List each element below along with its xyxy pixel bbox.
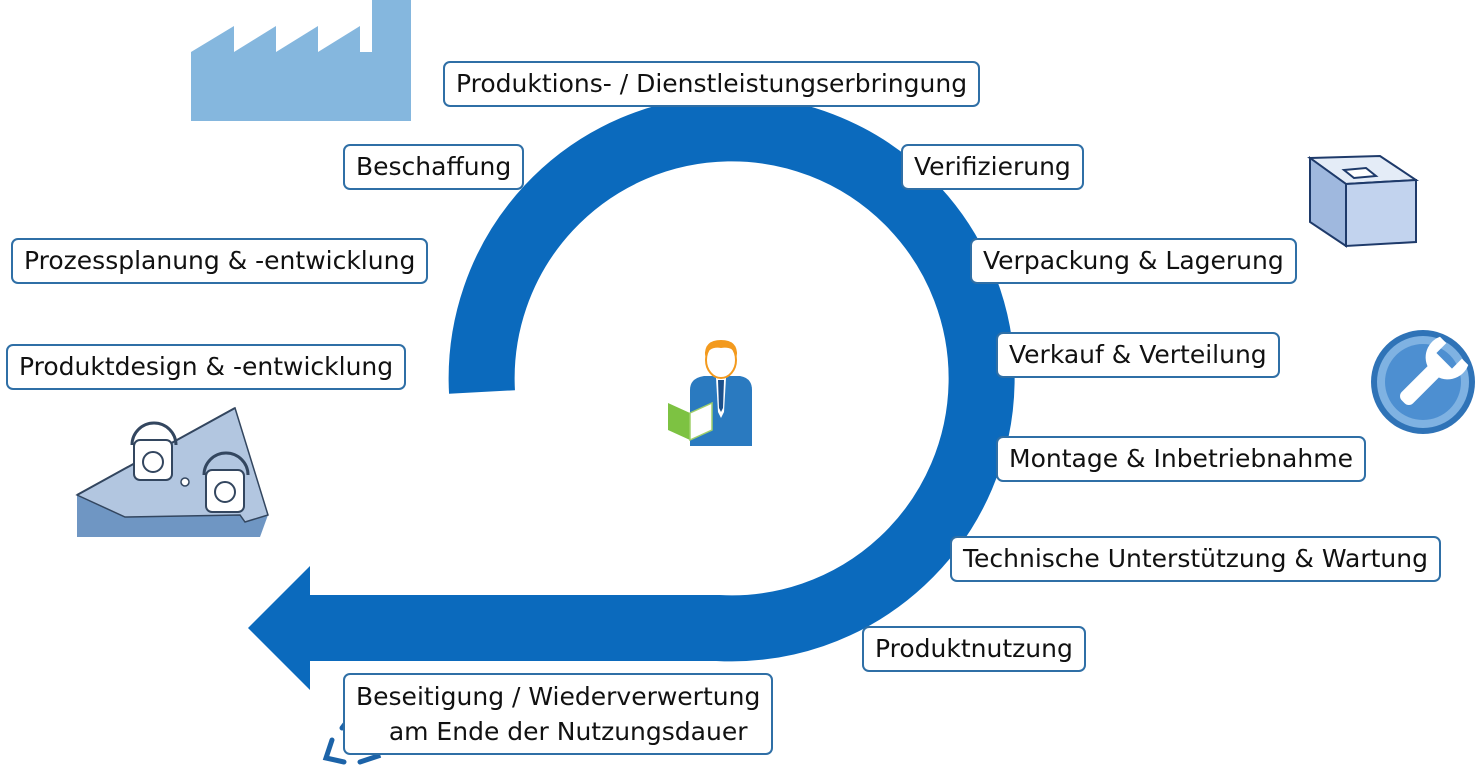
stage-verification: Verifizierung (901, 144, 1084, 190)
cycle-arrow-head (248, 566, 310, 690)
person-with-book-icon (668, 340, 752, 446)
stage-disposal-line-2: am Ende der Nutzungsdauer (388, 717, 748, 746)
stage-process-planning: Prozessplanung & -entwicklung (11, 238, 429, 284)
package-box-icon (1307, 154, 1420, 248)
stage-support: Technische Unterstützung & Wartung (950, 536, 1441, 582)
machine-sketch-icon (75, 406, 269, 537)
stage-usage: Produktnutzung (862, 626, 1086, 672)
stage-production: Produktions- / Dienstleistungserbringung (443, 61, 981, 107)
factory-icon (191, 0, 411, 121)
stage-product-design: Produktdesign & -entwicklung (6, 344, 407, 390)
cycle-arrow-ring (290, 95, 1015, 662)
lifecycle-cycle-arrow (248, 95, 1015, 690)
wrench-icon (1371, 330, 1475, 434)
stage-disposal: Beseitigung / Wiederverwertung am Ende d… (343, 673, 774, 755)
stage-packaging: Verpackung & Lagerung (970, 238, 1297, 284)
stage-procurement: Beschaffung (343, 144, 525, 190)
stage-assembly: Montage & Inbetriebnahme (996, 436, 1366, 482)
stage-sales: Verkauf & Verteilung (996, 332, 1280, 378)
stage-disposal-line-1: Beseitigung / Wiederverwertung (356, 682, 761, 711)
